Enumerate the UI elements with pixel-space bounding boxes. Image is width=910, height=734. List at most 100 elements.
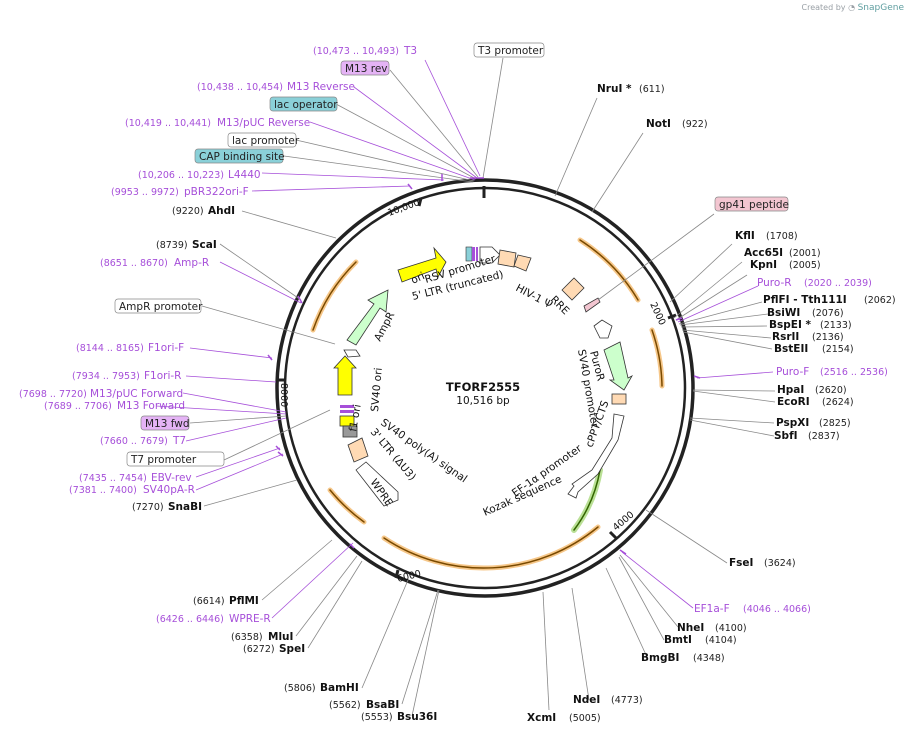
feature-ori: ori <box>409 270 426 287</box>
site-pflmi[interactable]: PflMI <box>229 595 259 607</box>
primer-ef1a-f[interactable]: EF1a-F <box>694 603 730 615</box>
site-nrui[interactable]: NruI * <box>597 83 632 95</box>
site-ecori-pos: (2624) <box>822 397 854 408</box>
primer-ebv-rev[interactable]: EBV-rev <box>151 472 192 484</box>
site-pflfi-pos: (2062) <box>864 295 896 306</box>
site-bsteii[interactable]: BstEII <box>774 343 808 355</box>
site-kpni[interactable]: KpnI <box>750 259 777 271</box>
feature-t7-promoter[interactable]: T7 promoter <box>130 454 197 466</box>
tick-8000: 8000 <box>278 383 289 407</box>
primer-wpre-r-pos: (6426 .. 6446) <box>156 614 224 625</box>
site-pflfi[interactable]: PflFI - Tth111I <box>763 294 847 306</box>
feature-m13-fwd[interactable]: M13 fwd <box>145 418 190 430</box>
feature-shapes <box>333 246 634 507</box>
primer-puro-r-pos: (2020 .. 2039) <box>804 278 872 289</box>
feature-f1-ori: f1 ori <box>347 403 364 432</box>
primer-sv40pa-r-pos: (7381 .. 7400) <box>69 485 137 496</box>
site-bmti[interactable]: BmtI <box>664 634 692 646</box>
primer-f1ori-r[interactable]: F1ori-R <box>144 370 181 382</box>
plasmid-name: TFORF2555 <box>446 380 520 394</box>
site-bspei-pos: (2133) <box>820 320 852 331</box>
feature-gp41-peptide[interactable]: gp41 peptide <box>719 199 789 211</box>
primer-f1ori-f[interactable]: F1ori-F <box>148 342 184 354</box>
site-hpai[interactable]: HpaI <box>777 384 804 396</box>
primer-l4440-pos: (10,206 .. 10,223) <box>138 170 224 181</box>
site-bmti-pos: (4104) <box>705 635 737 646</box>
orf-arcs <box>310 237 665 571</box>
primer-m13-puc-reverse[interactable]: M13/pUC Reverse <box>217 117 310 129</box>
primer-t7[interactable]: T7 <box>172 435 186 447</box>
primer-puro-f-pos: (2516 .. 2536) <box>820 367 888 378</box>
primer-pbr322ori-f[interactable]: pBR322ori-F <box>184 186 249 198</box>
primer-t3[interactable]: T3 <box>403 45 417 57</box>
site-fsei[interactable]: FseI <box>729 557 753 569</box>
primer-f1ori-r-pos: (7934 .. 7953) <box>72 371 140 382</box>
primer-m13-puc-forward[interactable]: M13/pUC Forward <box>90 388 183 400</box>
primer-puro-f[interactable]: Puro-F <box>776 366 809 378</box>
feature-ampr-promoter[interactable]: AmpR promoter <box>119 301 203 313</box>
site-mlui[interactable]: MluI <box>268 631 293 643</box>
primer-ebv-rev-pos: (7435 .. 7454) <box>79 473 147 484</box>
site-kpni-pos: (2005) <box>789 260 821 271</box>
site-snabi[interactable]: SnaBI <box>168 501 202 513</box>
site-noti[interactable]: NotI <box>646 118 671 130</box>
feature-cap-binding-site[interactable]: CAP binding site <box>199 151 285 163</box>
primer-puro-r[interactable]: Puro-R <box>757 277 792 289</box>
site-nhei-pos: (4100) <box>715 623 747 634</box>
primer-m13-puc-forward-pos: (7698 .. 7720) <box>19 389 87 400</box>
primer-l4440[interactable]: L4440 <box>228 169 261 181</box>
site-bspei[interactable]: BspEI * <box>769 319 812 331</box>
site-noti-pos: (922) <box>682 119 708 130</box>
primer-t7-pos: (7660 .. 7679) <box>100 436 168 447</box>
primer-m13-forward-pos: (7689 .. 7706) <box>44 401 112 412</box>
primer-sv40pa-r[interactable]: SV40pA-R <box>143 484 195 496</box>
primer-m13-puc-reverse-pos: (10,419 .. 10,441) <box>125 118 211 129</box>
feature-hiv1-psi: HIV-1 Ψ <box>514 282 555 311</box>
site-mlui-pos: (6358) <box>231 632 263 643</box>
credit-prefix: Created by <box>801 3 846 12</box>
primer-amp-r[interactable]: Amp-R <box>174 257 209 269</box>
primer-m13-reverse[interactable]: M13 Reverse <box>287 81 355 93</box>
site-pspxi[interactable]: PspXI <box>776 417 809 429</box>
plasmid-size: 10,516 bp <box>456 395 510 407</box>
primer-wpre-r[interactable]: WPRE-R <box>229 613 271 625</box>
site-rsrii[interactable]: RsrII <box>772 331 799 343</box>
site-ndei[interactable]: NdeI <box>573 694 600 706</box>
site-pflmi-pos: (6614) <box>193 596 225 607</box>
site-ahdi[interactable]: AhdI <box>208 205 235 217</box>
primer-ef1a-f-pos: (4046 .. 4066) <box>743 604 811 615</box>
site-bmgbi-pos: (4348) <box>693 653 725 664</box>
snapgene-logo-icon: ◔ <box>848 3 856 12</box>
site-xcmi-pos: (5005) <box>569 713 601 724</box>
site-scai[interactable]: ScaI <box>192 239 217 251</box>
site-nhei[interactable]: NheI <box>677 622 704 634</box>
site-acc65i[interactable]: Acc65I <box>744 247 783 259</box>
feature-rre: RRE <box>548 294 572 318</box>
site-scai-pos: (8739) <box>156 240 188 251</box>
site-bmgbi[interactable]: BmgBI <box>641 652 679 664</box>
site-rsrii-pos: (2136) <box>812 332 844 343</box>
feature-m13-rev[interactable]: M13 rev <box>345 63 388 75</box>
site-kfli[interactable]: KflI <box>735 230 755 242</box>
feature-lac-operator[interactable]: lac operator <box>274 99 338 111</box>
feature-sv40-ori: SV40 ori <box>369 367 385 412</box>
feature-t3-promoter[interactable]: T3 promoter <box>477 45 544 57</box>
feature-lac-promoter[interactable]: lac promoter <box>232 135 300 147</box>
primer-m13-reverse-pos: (10,438 .. 10,454) <box>197 82 283 93</box>
site-bamhi[interactable]: BamHI <box>320 682 359 694</box>
site-spei[interactable]: SpeI <box>279 643 305 655</box>
site-xcmi[interactable]: XcmI <box>527 712 556 724</box>
primer-amp-r-pos: (8651 .. 8670) <box>100 258 168 269</box>
primer-m13-forward[interactable]: M13 Forward <box>117 400 185 412</box>
site-pspxi-pos: (2825) <box>819 418 851 429</box>
site-ecori[interactable]: EcoRI <box>777 396 810 408</box>
site-bsiwi[interactable]: BsiWI <box>767 307 800 319</box>
site-kfli-pos: (1708) <box>766 231 798 242</box>
site-bsabi[interactable]: BsaBI <box>366 699 399 711</box>
site-ndei-pos: (4773) <box>611 695 643 706</box>
site-sbfi-pos: (2837) <box>808 431 840 442</box>
site-bsu36i[interactable]: Bsu36I <box>397 711 437 723</box>
site-acc65i-pos: (2001) <box>789 248 821 259</box>
site-sbfi[interactable]: SbfI <box>774 430 798 442</box>
